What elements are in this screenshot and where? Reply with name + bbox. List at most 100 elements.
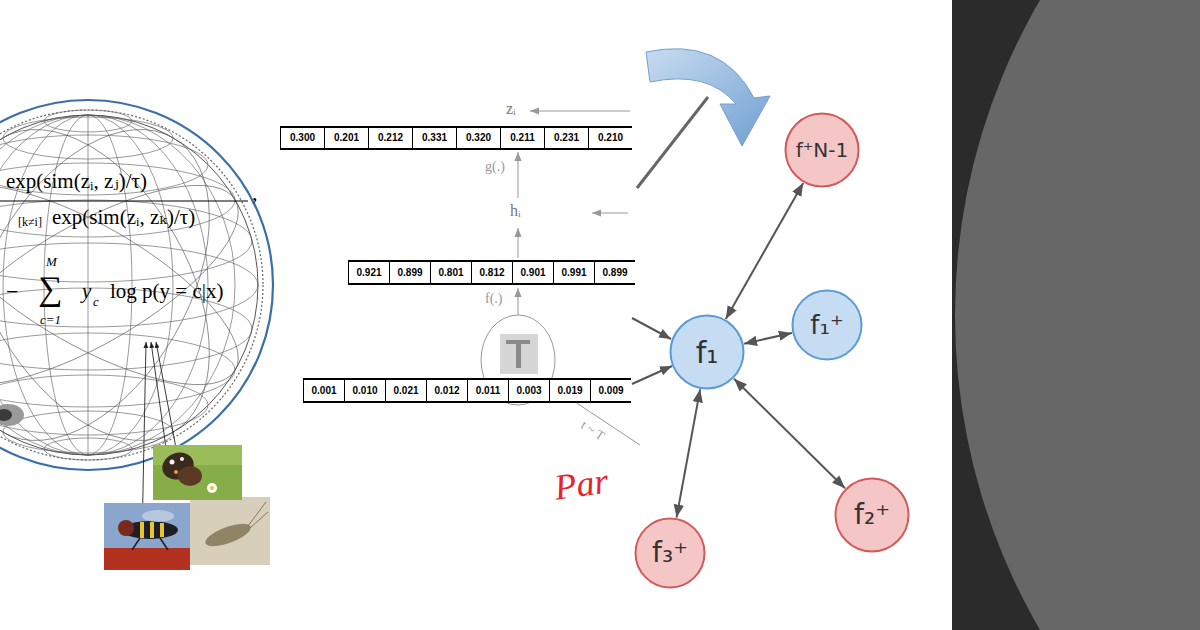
sphere-outline: [0, 115, 258, 455]
positive-node: f₂⁺: [834, 477, 910, 553]
butterfly-photo: [153, 445, 242, 500]
node-circle: [793, 291, 862, 360]
sphere-wireframe: [0, 88, 265, 482]
formula-comma: ,: [252, 182, 258, 204]
formula-index: [k≠i]: [18, 216, 42, 228]
mesh-line: [0, 88, 260, 482]
node-body: f₃⁺: [634, 517, 706, 589]
input-glyph: [516, 340, 521, 368]
input-image: [500, 334, 538, 374]
fly-leg: [160, 538, 168, 550]
table-cell: 0.921: [348, 260, 389, 285]
function-name: g(.): [485, 160, 505, 174]
table-cell: 0.010: [344, 378, 385, 403]
flower: [207, 483, 217, 493]
table-cell: 0.009: [590, 378, 631, 403]
wing-spot: [180, 457, 184, 461]
photo-background: [153, 445, 242, 500]
node-circle: [786, 114, 859, 187]
table-cell: 0.019: [549, 378, 590, 403]
incoming-arrow: [632, 366, 672, 384]
node-label: f₁⁺: [810, 311, 843, 340]
table-cell: 0.899: [594, 260, 635, 285]
photo-background: [104, 548, 190, 570]
table-cell: 0.991: [553, 260, 594, 285]
encoder-arrow: [518, 288, 519, 315]
table-cell: 0.210: [588, 126, 632, 150]
formula-subscript: c: [93, 295, 99, 308]
formula-term: y: [82, 281, 91, 302]
node-label: f₃⁺: [652, 538, 688, 569]
table-cell: 0.003: [508, 378, 549, 403]
function-name: f(.): [485, 292, 503, 306]
longitude-line: [0, 115, 235, 455]
positive-node: f₃⁺: [634, 517, 706, 589]
node-label: f⁺N-1: [796, 139, 849, 161]
summation-sign: ∑: [38, 272, 62, 306]
node-body: f₂⁺: [834, 477, 910, 553]
input-arrow: [592, 213, 628, 214]
input-arrow: [530, 111, 630, 112]
fraction-bar: [0, 200, 248, 201]
fly-eye: [118, 520, 134, 536]
table-cell: 0.001: [303, 378, 344, 403]
node-circle: [671, 316, 744, 389]
table-cell: 0.212: [368, 126, 412, 150]
hypersphere-outline: [0, 100, 273, 470]
projection-arrow: [518, 152, 519, 198]
latitude-line: [0, 375, 208, 435]
flower-center: [210, 486, 214, 490]
vector-name: hᵢ: [510, 203, 521, 219]
table-cell: 0.201: [324, 126, 368, 150]
leader-line: [151, 342, 166, 448]
handwritten-note: Par: [552, 462, 610, 505]
wing-spot: [170, 460, 175, 465]
sphere-shade: [0, 404, 24, 426]
node-label: f₂⁺: [854, 500, 890, 531]
photo-background: [190, 497, 270, 565]
table-cell: 0.231: [544, 126, 588, 150]
node-body: f₁: [669, 314, 745, 390]
latitude-line: [0, 243, 258, 327]
table-cell: 0.901: [512, 260, 553, 285]
double-arrow: [677, 389, 701, 517]
anchor-node: f₁⁺: [791, 289, 863, 361]
augmentation-line: [572, 400, 640, 445]
anchor-node: f₁: [669, 314, 745, 390]
incoming-arrow: [632, 318, 671, 339]
augmentation-note: t ~ T: [579, 418, 607, 442]
table-cell: 0.812: [471, 260, 512, 285]
formula-operator: −: [6, 281, 18, 303]
double-arrow: [726, 183, 803, 319]
mesh-line: [0, 148, 265, 422]
table-cell: 0.012: [426, 378, 467, 403]
larva-photo: [190, 497, 270, 565]
vector-name: zᵢ: [506, 101, 516, 117]
table-cell: 0.211: [500, 126, 544, 150]
table-cell: 0.331: [412, 126, 456, 150]
larva-body: [203, 519, 254, 550]
summation-limit: M: [46, 255, 57, 268]
fly-leg: [132, 538, 140, 550]
table-cell: 0.021: [385, 378, 426, 403]
formula-numerator: exp(sim(zᵢ, zⱼ)/τ): [6, 171, 147, 192]
larva-antenna: [250, 512, 268, 528]
photo-background: [104, 503, 190, 570]
double-arrow: [744, 333, 792, 344]
larva-antenna: [248, 502, 266, 526]
butterfly-wing: [178, 466, 202, 486]
node-circle: [636, 519, 705, 588]
table-cell: 0.801: [430, 260, 471, 285]
mesh-line: [0, 148, 265, 422]
fly-wing: [142, 510, 174, 522]
sphere-shade: [0, 409, 12, 421]
latitude-line: [0, 135, 208, 195]
wing-spot: [174, 470, 178, 474]
positive-node: f⁺N-1: [784, 112, 860, 188]
leader-line: [156, 342, 176, 448]
panel-circle: [955, 0, 1200, 630]
node-body: f₁⁺: [791, 289, 863, 361]
